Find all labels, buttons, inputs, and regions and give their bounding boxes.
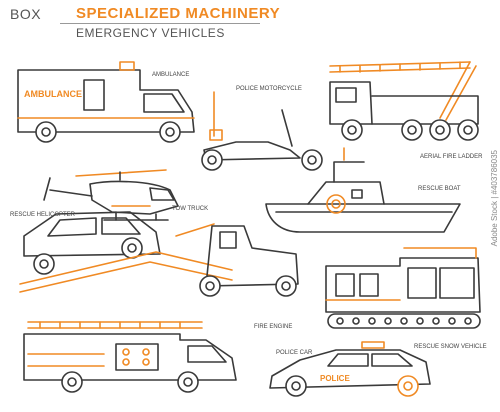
- watermark: Adobe Stock | #403786035: [490, 150, 499, 247]
- header-rule: [60, 23, 260, 24]
- fire-engine-label: FIRE ENGINE: [254, 324, 293, 330]
- ambulance-icon: AMBULANCE: [17, 61, 195, 143]
- ambulance-label: AMBULANCE: [152, 72, 190, 78]
- police-car-label: POLICE CAR: [276, 350, 313, 356]
- page-subtitle: EMERGENCY VEHICLES: [76, 26, 225, 40]
- police-motorcycle-icon: [201, 91, 323, 171]
- rescue-boat-icon: [265, 147, 461, 233]
- tow-truck-label: TOW TRUCK: [172, 206, 209, 212]
- rescue-snow-vehicle-label: RESCUE SNOW VEHICLE: [414, 344, 487, 350]
- rescue-helicopter-label: RESCUE HELICOPTER: [10, 212, 76, 218]
- tow-truck-icon: [19, 211, 299, 297]
- rescue-boat-label: RESCUE BOAT: [418, 186, 461, 192]
- page-title: SPECIALIZED MACHINERY: [76, 5, 281, 22]
- aerial-fire-ladder-label: AERIAL FIRE LADDER: [420, 154, 483, 160]
- ambulance-side-text: AMBULANCE: [24, 89, 82, 99]
- rescue-helicopter-icon: [43, 169, 179, 221]
- fire-engine-icon: [23, 321, 237, 393]
- police-motorcycle-label: POLICE MOTORCYCLE: [236, 86, 302, 92]
- police-car-icon: POLICE: [269, 341, 431, 397]
- police-car-side-text: POLICE: [320, 374, 350, 383]
- box-label: BOX: [10, 6, 42, 22]
- aerial-fire-ladder-icon: [329, 61, 479, 141]
- rescue-snow-vehicle-icon: [325, 247, 481, 329]
